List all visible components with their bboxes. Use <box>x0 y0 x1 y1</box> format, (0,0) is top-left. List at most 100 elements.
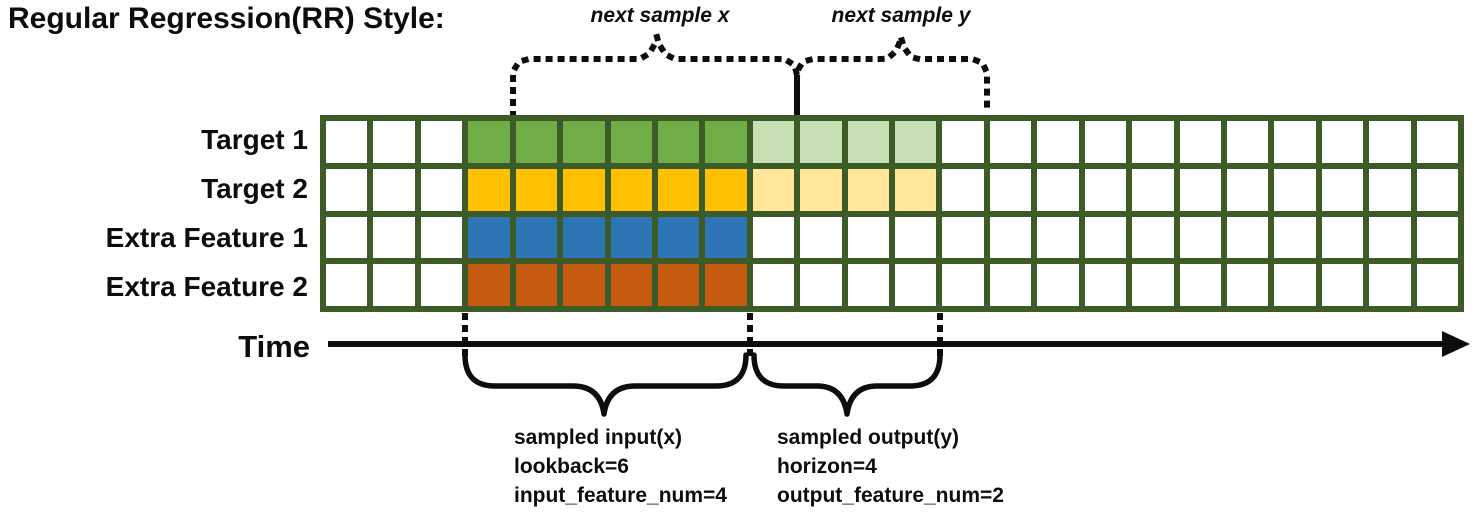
grid-cell <box>1274 216 1316 259</box>
grid-cell <box>1132 121 1174 163</box>
grid-cell <box>515 121 558 163</box>
grid-cell <box>1321 216 1364 259</box>
grid-cell <box>1132 216 1174 259</box>
grid-cell <box>515 264 558 306</box>
grid-cell <box>1274 121 1316 163</box>
grid-cell <box>705 168 747 211</box>
grid-cell <box>326 121 368 163</box>
grid-cell <box>326 168 368 211</box>
grid-cell <box>1037 121 1079 163</box>
grid-cell <box>752 264 795 306</box>
grid-cell <box>1369 168 1411 211</box>
horizon-param: horizon=4 <box>777 455 877 478</box>
grid-cell <box>1037 264 1079 306</box>
grid-cell <box>800 121 842 163</box>
grid-cell <box>468 168 510 211</box>
grid-cell <box>752 121 795 163</box>
grid-cell <box>1084 216 1127 259</box>
grid-cell <box>657 168 700 211</box>
grid-cell <box>705 264 747 306</box>
grid-cell <box>420 216 463 259</box>
grid-cell <box>895 216 937 259</box>
sampled-input-brace <box>462 352 749 417</box>
grid-cell <box>752 216 795 259</box>
input-feature-param: input_feature_num=4 <box>514 484 727 507</box>
grid-cell <box>1179 168 1221 211</box>
grid-cell <box>895 121 937 163</box>
grid-cell <box>1179 216 1221 259</box>
grid-cell <box>373 264 415 306</box>
sampled-input-annotation: sampled input(x) lookback=6 input_featur… <box>514 423 727 510</box>
grid-cell <box>1084 121 1127 163</box>
grid-cell <box>373 168 415 211</box>
grid-cell <box>989 216 1032 259</box>
grid-cell <box>847 264 889 306</box>
grid-cell <box>1416 121 1458 163</box>
grid-cell <box>515 168 558 211</box>
grid-cell <box>1084 168 1127 211</box>
grid-cell <box>326 216 368 259</box>
grid-cell <box>1037 168 1079 211</box>
grid-cell <box>895 168 937 211</box>
grid-cell <box>1416 216 1458 259</box>
row-label-target-2: Target 2 <box>201 172 308 204</box>
grid-cell <box>610 121 652 163</box>
grid-cell <box>657 121 700 163</box>
grid-cell <box>563 121 605 163</box>
time-arrow-head <box>1442 331 1470 357</box>
output-feature-param: output_feature_num=2 <box>777 484 1004 507</box>
sampled-output-title: sampled output(y) <box>777 426 959 449</box>
grid-cell <box>420 264 463 306</box>
grid-cell <box>1274 168 1316 211</box>
grid-cell <box>563 264 605 306</box>
row-label-extra-feature-1: Extra Feature 1 <box>105 222 308 254</box>
grid-cell <box>942 168 984 211</box>
sampled-output-brace <box>751 352 943 417</box>
grid-cell <box>989 168 1032 211</box>
grid-cell <box>1226 121 1269 163</box>
sampled-input-title: sampled input(x) <box>514 426 683 449</box>
grid-cell <box>468 264 510 306</box>
grid-cell <box>657 216 700 259</box>
grid-cell <box>1321 121 1364 163</box>
grid-cell <box>420 121 463 163</box>
grid-cell <box>1226 168 1269 211</box>
grid-cell <box>1226 216 1269 259</box>
grid-cell <box>1369 216 1411 259</box>
grid-cell <box>989 121 1032 163</box>
grid-cell <box>942 216 984 259</box>
grid-cell <box>1416 168 1458 211</box>
grid-cell <box>1084 264 1127 306</box>
grid-cell <box>563 216 605 259</box>
time-axis-label: Time <box>238 329 310 364</box>
timeseries-grid <box>320 115 1464 312</box>
grid-cell <box>752 168 795 211</box>
grid-cell <box>705 216 747 259</box>
next-sample-x-brace <box>510 25 800 118</box>
row-labels: Target 1 Target 2 Extra Feature 1 Extra … <box>0 115 308 312</box>
grid-cell <box>610 216 652 259</box>
sampled-output-annotation: sampled output(y) horizon=4 output_featu… <box>777 423 1004 510</box>
grid-cell <box>1369 264 1411 306</box>
grid-cell <box>420 168 463 211</box>
grid-cell <box>1226 264 1269 306</box>
grid-cell <box>1274 264 1316 306</box>
grid-cell <box>1369 121 1411 163</box>
grid-cell <box>800 168 842 211</box>
grid-cell <box>989 264 1032 306</box>
next-sample-y-label: next sample y <box>831 4 971 27</box>
grid-cell <box>800 264 842 306</box>
grid-cell <box>1037 216 1079 259</box>
grid-cell <box>1132 264 1174 306</box>
grid-cell <box>563 168 605 211</box>
grid-cell <box>468 216 510 259</box>
grid-cell <box>942 264 984 306</box>
row-label-target-1: Target 1 <box>201 123 308 155</box>
grid-cell <box>373 121 415 163</box>
grid-cell <box>705 121 747 163</box>
lookback-param: lookback=6 <box>514 455 629 478</box>
diagram-title: Regular Regression(RR) Style: <box>8 2 445 35</box>
grid-cell <box>468 121 510 163</box>
grid-cell <box>1321 264 1364 306</box>
